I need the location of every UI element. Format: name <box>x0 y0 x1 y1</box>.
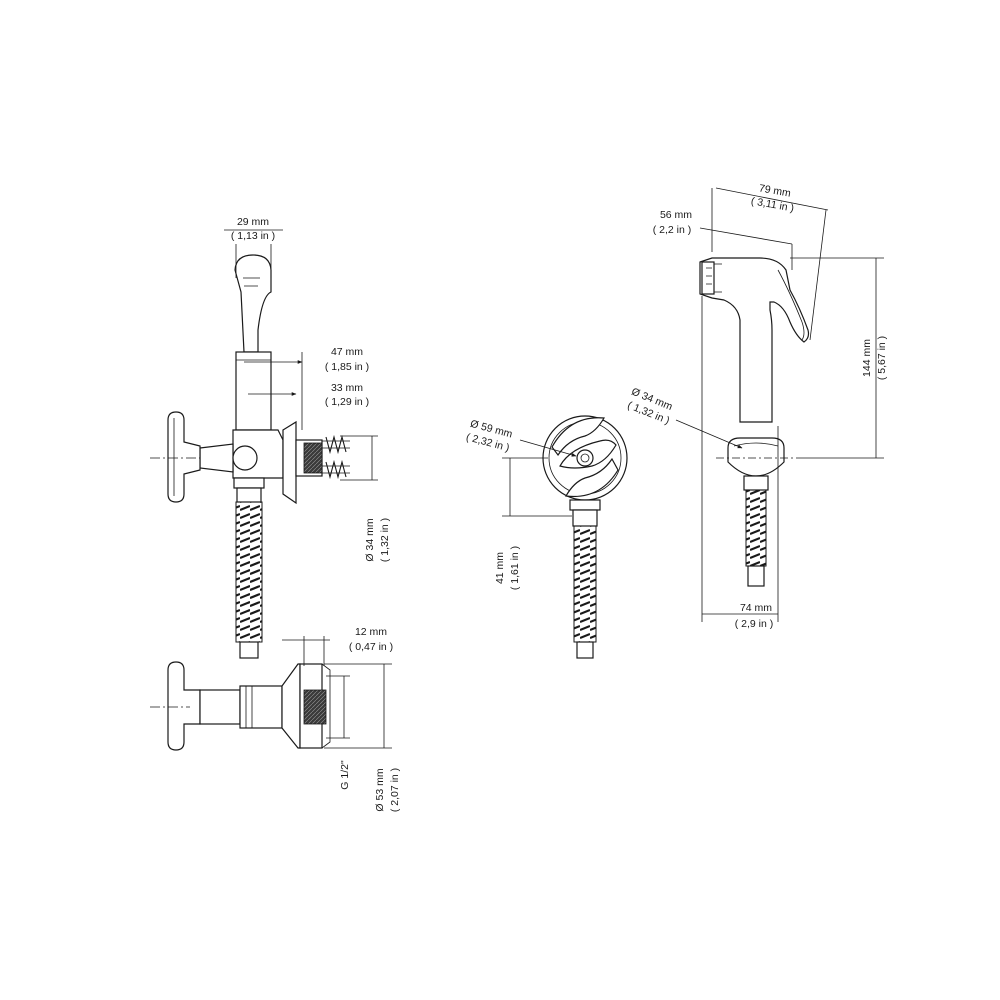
dim-valve-outlet-dia: Ø 34 mm ( 1,32 in ) <box>340 435 391 562</box>
dim-56mm-in: ( 2,2 in ) <box>653 224 692 236</box>
dim-41mm-in: ( 1,61 in ) <box>509 546 521 590</box>
dim-valve-depth: 47 mm ( 1,85 in ) 33 mm ( 1,29 in ) <box>244 346 369 430</box>
dim-56mm: 56 mm <box>660 209 692 221</box>
rosette-front-view <box>542 415 628 659</box>
dim-thread: G 1/2" <box>339 760 351 790</box>
dim-34mm-outlet-in: ( 1,32 in ) <box>379 518 391 562</box>
dim-144mm: 144 mm <box>861 339 873 377</box>
dim-47mm: 47 mm <box>331 346 363 358</box>
valve-side-view <box>150 254 350 659</box>
dim-rosette-height: 41 mm ( 1,61 in ) <box>494 457 572 590</box>
dim-29mm: 29 mm <box>237 216 269 228</box>
dim-base-diameter: G 1/2" Ø 53 mm ( 2,07 in ) <box>324 663 401 812</box>
dim-valve-top-width: 29 mm ( 1,13 in ) <box>224 216 283 278</box>
dim-29mm-in: ( 1,13 in ) <box>231 230 275 242</box>
dim-33mm: 33 mm <box>331 382 363 394</box>
dim-53mm-in: ( 2,07 in ) <box>389 768 401 812</box>
dim-spray-head-width: 56 mm ( 2,2 in ) <box>653 209 793 270</box>
dim-34mm-outlet: Ø 34 mm <box>364 518 376 561</box>
dim-79mm: 79 mm <box>758 182 792 199</box>
dim-12mm-in: ( 0,47 in ) <box>349 641 393 653</box>
dim-53mm: Ø 53 mm <box>374 768 386 811</box>
dim-12mm: 12 mm <box>355 626 387 638</box>
dim-33mm-in: ( 1,29 in ) <box>325 396 369 408</box>
dim-47mm-in: ( 1,85 in ) <box>325 361 369 373</box>
dim-144mm-in: ( 5,67 in ) <box>876 336 888 380</box>
dim-base-depth: 12 mm ( 0,47 in ) <box>282 626 393 666</box>
hand-spray-side-view <box>699 257 810 587</box>
dim-spray-bottom-width: 74 mm ( 2,9 in ) <box>701 296 779 630</box>
wall-plug-icon <box>322 434 350 480</box>
dim-41mm: 41 mm <box>494 552 506 584</box>
dim-74mm: 74 mm <box>740 602 772 614</box>
valve-top-view <box>150 661 331 751</box>
dim-holder-dia: Ø 34 mm ( 1,32 in ) <box>626 386 743 449</box>
dim-74mm-in: ( 2,9 in ) <box>735 618 774 630</box>
dim-spray-height: 144 mm ( 5,67 in ) <box>790 257 888 459</box>
